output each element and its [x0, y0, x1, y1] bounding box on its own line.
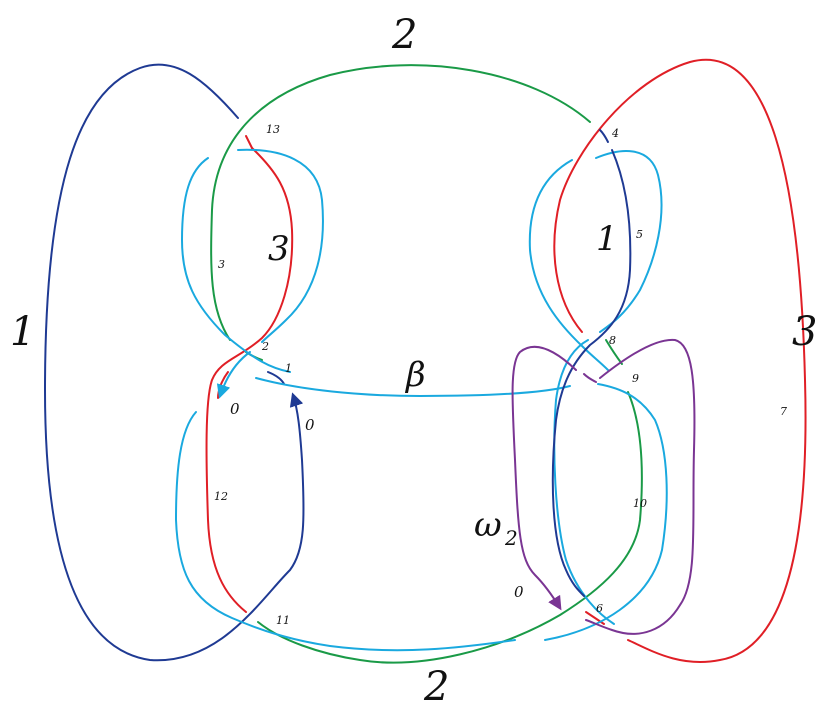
crossing-label-11: 11	[276, 614, 290, 627]
cyan-left-upper-loop-right	[237, 148, 324, 343]
cyan-right-upper-loop-left	[528, 159, 609, 371]
crossing-label-9: 9	[632, 372, 639, 385]
cyan-right-mid-strand	[553, 339, 615, 625]
red-arrow-segment	[217, 371, 229, 399]
red-strand-crossing-13	[245, 135, 253, 149]
crossing-label-12: 12	[214, 490, 228, 503]
crossing-label-2: 2	[261, 340, 269, 353]
basepoint-label-cyan: 0	[230, 400, 240, 418]
label-component-3-right: 3	[792, 309, 817, 355]
crossing-label-7: 7	[780, 405, 787, 418]
cyan-beta-strand	[255, 377, 571, 397]
basepoint-label-purple: 0	[514, 583, 524, 601]
red-strand-crossing-6	[585, 611, 605, 625]
crossing-label-1: 1	[285, 362, 292, 375]
purple-mid-strand	[583, 373, 597, 383]
green-top-arc	[210, 64, 591, 341]
green-right-strand	[257, 391, 643, 664]
blue-right-top-strand	[599, 129, 609, 143]
label-component-2-bottom: 2	[423, 664, 449, 703]
basepoint-label-blue: 0	[305, 416, 315, 434]
crossing-label-5: 5	[636, 228, 643, 241]
label-component-2-top: 2	[391, 12, 417, 58]
crossing-label-10: 10	[633, 497, 647, 510]
cyan-beta-right-tail	[544, 383, 668, 641]
blue-strand-crossing-1	[267, 371, 285, 385]
red-left-strand	[205, 147, 294, 613]
purple-omega-loop	[511, 345, 577, 611]
crossing-label-6: 6	[596, 602, 603, 615]
crossing-label-3: 3	[218, 258, 225, 271]
cyan-arrow-segment	[216, 351, 251, 399]
cyan-right-upper-loop	[595, 150, 663, 333]
purple-right-loop	[585, 338, 696, 635]
crossing-label-13: 13	[266, 123, 280, 136]
red-right-outer-loop	[553, 58, 807, 663]
crossing-label-4: 4	[611, 127, 619, 140]
cyan-left-lower-loop	[175, 411, 516, 652]
label-omega-subscript: 2	[504, 526, 518, 550]
label-component-3-inner: 3	[268, 229, 290, 269]
label-omega: ω	[474, 505, 502, 545]
label-component-1-left: 1	[10, 309, 35, 355]
blue-right-inner-strand	[551, 149, 632, 597]
label-component-1-inner: 1	[596, 219, 618, 259]
blue-outer-loop	[44, 63, 305, 662]
crossing-label-8: 8	[609, 334, 616, 347]
label-beta: β	[404, 355, 426, 395]
cyan-left-upper-loop	[181, 157, 291, 373]
